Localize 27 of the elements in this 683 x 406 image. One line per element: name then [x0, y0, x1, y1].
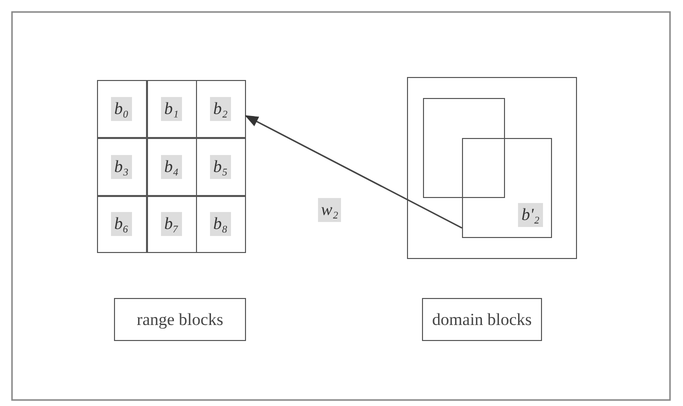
- outline-box: [407, 77, 577, 259]
- block-label: b₇: [161, 212, 182, 236]
- block-label: b₂: [210, 96, 231, 120]
- block-label: b'₂: [518, 202, 542, 226]
- caption-box: [422, 298, 542, 341]
- range-block-cell: [196, 138, 246, 196]
- range-block-cell: [146, 138, 196, 196]
- block-label: b₅: [210, 154, 231, 178]
- caption-text: domain blocks: [432, 310, 532, 330]
- range-block-cell: [96, 138, 146, 196]
- outline-box: [422, 98, 504, 198]
- range-block-cell: [96, 80, 146, 138]
- block-label: b₆: [111, 212, 132, 236]
- arrow: [244, 115, 462, 229]
- block-grid: [97, 80, 246, 253]
- block-label: b₁: [161, 96, 182, 120]
- block-label: b₀: [111, 96, 132, 120]
- block-label: b₄: [161, 154, 182, 178]
- range-block-cell: [96, 196, 146, 252]
- domain-block-square: [462, 138, 552, 238]
- caption-text: range blocks: [136, 310, 224, 330]
- range-block-cell: [146, 196, 196, 252]
- caption-box: [114, 298, 246, 341]
- range-block-cell: [146, 80, 196, 138]
- block-label: b₈: [210, 212, 231, 236]
- block-label: b₃: [111, 154, 132, 178]
- mapping-label: w₂: [318, 198, 342, 222]
